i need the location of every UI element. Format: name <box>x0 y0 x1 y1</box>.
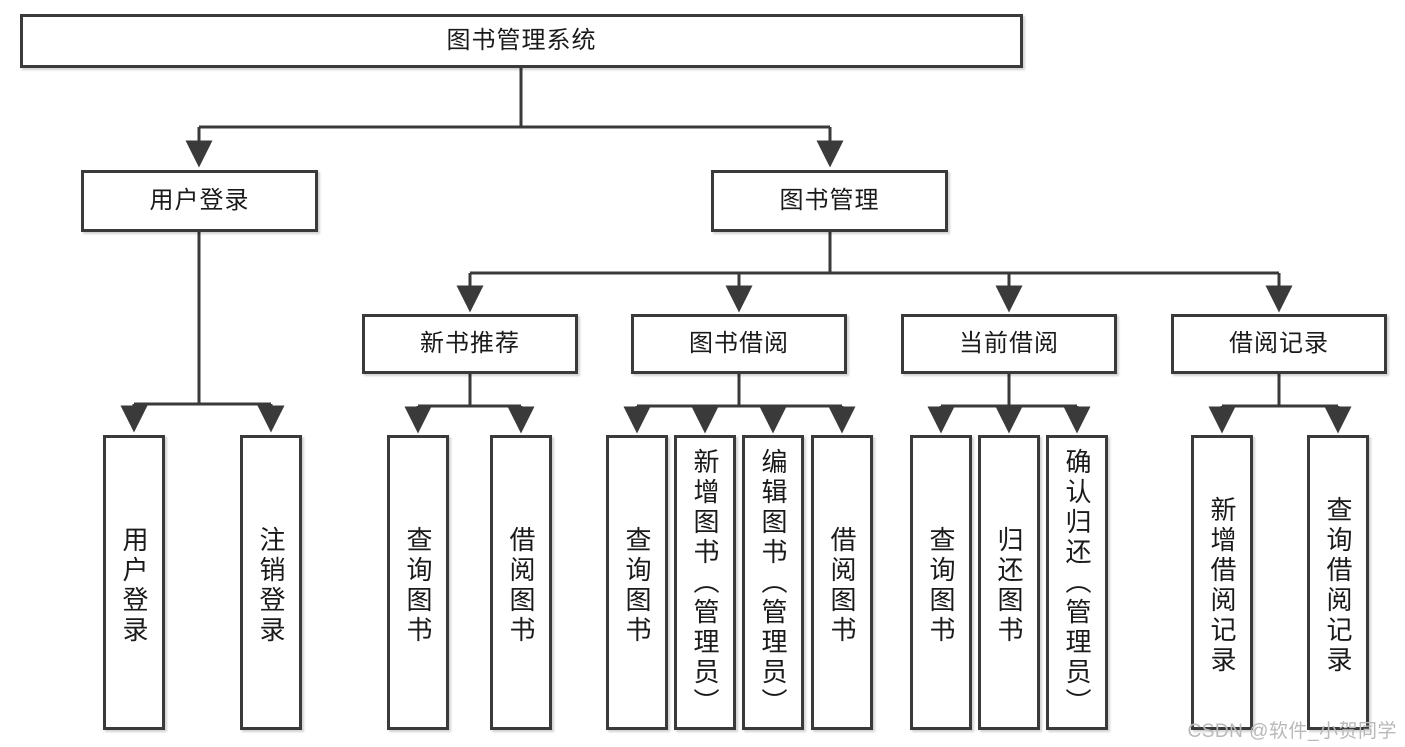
node-book-borrow[interactable]: 图书借阅 <box>631 314 847 374</box>
node-label: 查询借阅记录 <box>1323 495 1353 676</box>
node-leaf-query-book-borrow[interactable]: 查询图书 <box>606 435 668 730</box>
node-label: 图书借阅 <box>689 329 789 357</box>
node-label: 归还图书 <box>994 525 1024 646</box>
vtext-wrap: 查询借阅记录 <box>1310 444 1366 727</box>
node-label: 新增图书（管理员） <box>690 448 720 718</box>
node-leaf-logout[interactable]: 注销登录 <box>240 435 302 730</box>
node-user-login[interactable]: 用户登录 <box>81 170 318 232</box>
node-label: 查询图书 <box>403 525 433 646</box>
vtext-wrap: 查询图书 <box>609 444 665 727</box>
csdn-watermark: CSDN @软件_小贺同学 <box>1187 721 1397 742</box>
node-leaf-borrow-book-borrow[interactable]: 借阅图书 <box>811 435 873 730</box>
node-new-book-recommend[interactable]: 新书推荐 <box>362 314 578 374</box>
node-leaf-add-borrow-record[interactable]: 新增借阅记录 <box>1191 435 1253 730</box>
node-label: 图书管理 <box>779 186 880 214</box>
node-leaf-edit-book-admin[interactable]: 编辑图书（管理员） <box>742 435 804 730</box>
node-label: 借阅记录 <box>1229 329 1329 357</box>
node-label: 查询图书 <box>926 525 956 646</box>
vtext-wrap: 新增借阅记录 <box>1194 444 1250 727</box>
node-label: 新增借阅记录 <box>1207 495 1237 676</box>
vtext-wrap: 确认归还（管理员） <box>1049 444 1105 727</box>
vtext-wrap: 新增图书（管理员） <box>677 444 733 727</box>
vtext-wrap: 借阅图书 <box>493 444 549 727</box>
node-book-management[interactable]: 图书管理 <box>711 170 948 232</box>
node-leaf-add-book-admin[interactable]: 新增图书（管理员） <box>674 435 736 730</box>
vtext-wrap: 查询图书 <box>390 444 446 727</box>
node-label: 借阅图书 <box>506 525 536 646</box>
node-root-system[interactable]: 图书管理系统 <box>20 14 1023 68</box>
node-label: 确认归还（管理员） <box>1062 448 1092 718</box>
node-current-borrow[interactable]: 当前借阅 <box>901 314 1117 374</box>
node-leaf-query-book-current[interactable]: 查询图书 <box>910 435 972 730</box>
node-leaf-query-borrow-record[interactable]: 查询借阅记录 <box>1307 435 1369 730</box>
vtext-wrap: 用户登录 <box>106 444 162 727</box>
vtext-wrap: 归还图书 <box>981 444 1037 727</box>
node-leaf-return-book[interactable]: 归还图书 <box>978 435 1040 730</box>
vtext-wrap: 借阅图书 <box>814 444 870 727</box>
vtext-wrap: 查询图书 <box>913 444 969 727</box>
node-borrow-record[interactable]: 借阅记录 <box>1171 314 1387 374</box>
node-leaf-query-book-newbook[interactable]: 查询图书 <box>387 435 449 730</box>
node-label: 用户登录 <box>149 186 250 214</box>
node-label: 当前借阅 <box>959 329 1059 357</box>
node-label: 编辑图书（管理员） <box>758 448 788 718</box>
node-label: 查询图书 <box>622 525 652 646</box>
node-label: 图书管理系统 <box>446 26 597 54</box>
vtext-wrap: 编辑图书（管理员） <box>745 444 801 727</box>
vtext-wrap: 注销登录 <box>243 444 299 727</box>
node-leaf-confirm-return-admin[interactable]: 确认归还（管理员） <box>1046 435 1108 730</box>
node-label: 用户登录 <box>119 525 149 646</box>
node-leaf-borrow-book-newbook[interactable]: 借阅图书 <box>490 435 552 730</box>
node-label: 借阅图书 <box>827 525 857 646</box>
node-label: 新书推荐 <box>420 329 520 357</box>
node-label: 注销登录 <box>256 525 286 646</box>
node-leaf-user-login[interactable]: 用户登录 <box>103 435 165 730</box>
